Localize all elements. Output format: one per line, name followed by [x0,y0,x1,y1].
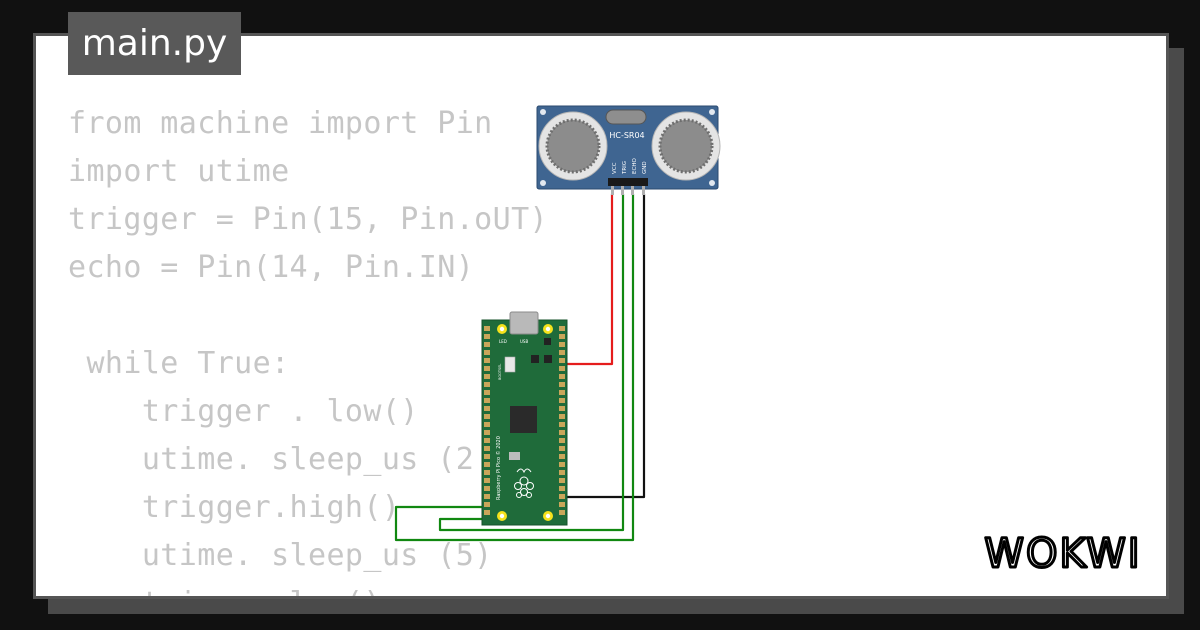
code-line-4: echo = Pin(14, Pin.IN) [68,250,475,285]
raspberry-pi-pico[interactable]: LED USB BOOTSEL Raspberry Pi Pico © 2020 [481,311,568,526]
sensor-pin[interactable] [642,186,645,195]
code-line-7: trigger . low() [68,394,419,429]
mount-hole-center [499,513,505,519]
wokwi-logo-text: WOKWI [984,531,1141,577]
wire-vcc-red[interactable] [562,194,614,366]
sensor-crystal [605,109,647,125]
sensor-hole [540,180,546,186]
sensor-header [608,178,648,186]
raspberry-logo-icon [514,468,534,498]
code-line-2: import utime [68,154,290,189]
sensor-pin-label-echo: ECHO [632,158,638,174]
transducer-left-mesh [547,120,599,172]
code-line-1: from machine import Pin [68,106,493,141]
pico-component [544,338,551,345]
rp2040-chip [510,406,537,433]
pico-crystal [509,452,520,460]
hc-sr04-sensor[interactable]: HC-SR04 VCC TRIG ECHO GND [536,105,721,195]
sensor-pin[interactable] [631,186,634,195]
sensor-pin-label-trig: TRIG [622,161,628,175]
sensor-hole [709,109,715,115]
wire-trig-green[interactable] [438,194,625,532]
pico-component [531,355,539,363]
pico-pins-right [559,326,565,515]
transducer-right-mesh [660,120,712,172]
usb-label: USB [520,339,528,344]
bootsel-label: BOOTSEL [498,364,502,380]
file-tab-main-py[interactable]: main.py [68,12,241,75]
mount-hole-center [499,326,505,332]
sensor-pin[interactable] [621,186,624,195]
mount-hole-center [545,326,551,332]
pico-side-text: Raspberry Pi Pico © 2020 [495,436,502,500]
code-line-11: trigger.low() [68,580,382,596]
code-line-3: trigger = Pin(15, Pin.oUT) [68,202,548,237]
sensor-model-label: HC-SR04 [609,131,644,140]
code-line-6: while True: [68,346,290,381]
usb-connector [509,311,539,335]
sensor-hole [709,180,715,186]
wires [394,194,646,542]
wire-gnd-black[interactable] [562,194,646,499]
led-label: LED [499,339,507,344]
wokwi-logo[interactable]: WOKWI [975,525,1151,578]
pico-pins-left [484,326,490,515]
bootsel-button[interactable] [504,356,516,373]
sensor-pin[interactable] [611,186,614,195]
sensor-pin-label-gnd: GND [642,161,648,174]
mount-hole-center [545,513,551,519]
pico-component [544,355,552,363]
code-line-10: utime. sleep_us (5) [68,538,493,573]
sensor-hole [540,109,546,115]
wire-echo-green[interactable] [394,194,635,542]
sensor-pin-label-vcc: VCC [612,162,618,174]
code-line-9: trigger.high() [68,490,401,525]
code-line-8: utime. sleep_us (2 [68,442,475,477]
transducer-left-ring [545,118,601,174]
transducer-right-ring [658,118,714,174]
